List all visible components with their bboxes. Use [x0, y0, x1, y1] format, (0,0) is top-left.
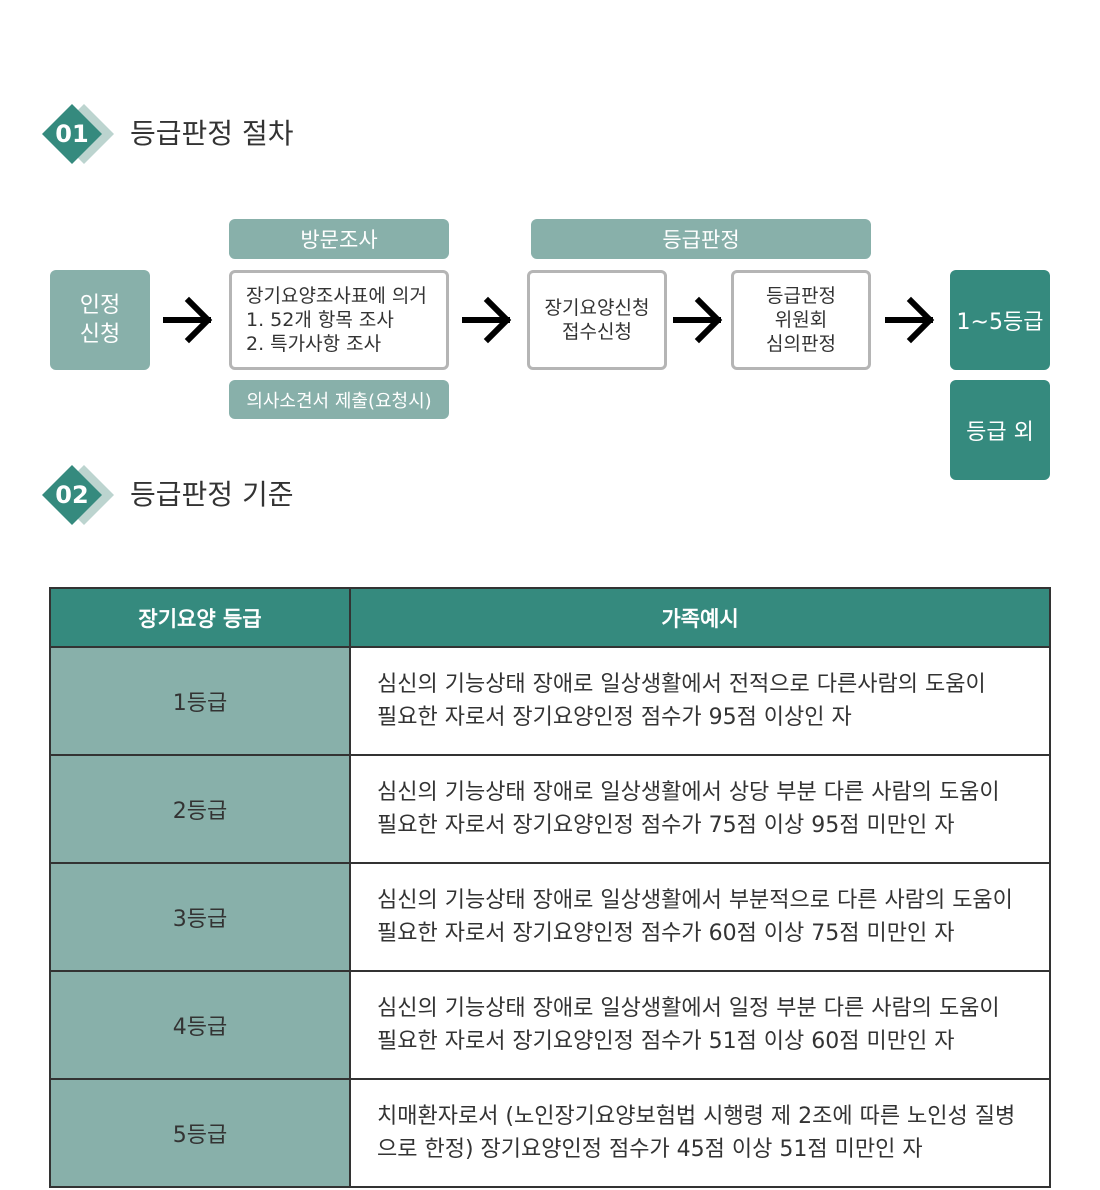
table-row: 2등급 심신의 기능상태 장애로 일상생활에서 상당 부분 다른 사람의 도움이… — [49, 754, 1051, 864]
visit-box-line3: 2. 특가사항 조사 — [246, 333, 382, 355]
visit-box-line1: 장기요양조사표에 의거 — [246, 285, 427, 307]
grading-label: 등급판정 — [531, 219, 871, 259]
table-row: 4등급 심신의 기능상태 장애로 일상생활에서 일정 부분 다른 사람의 도움이… — [49, 970, 1051, 1080]
committee-line1: 등급판정 — [766, 285, 836, 307]
result-other-box: 등급 외 — [950, 380, 1050, 480]
grade-cell: 2등급 — [49, 754, 351, 864]
diamond-badge-icon: 01 — [42, 104, 114, 164]
section-header-criteria: 02 등급판정 기준 — [42, 465, 442, 525]
section-title: 등급판정 기준 — [130, 478, 294, 511]
arrow-right-icon — [462, 296, 512, 344]
application-line2: 신청 — [79, 322, 121, 347]
description-line2: 필요한 자로서 장기요양인정 점수가 95점 이상인 자 — [377, 705, 852, 730]
description-line1: 심신의 기능상태 장애로 일상생활에서 일정 부분 다른 사람의 도움이 — [377, 996, 1000, 1021]
table-row: 1등급 심신의 기능상태 장애로 일상생활에서 전적으로 다른사람의 도움이 필… — [49, 646, 1051, 756]
doctor-note-label: 의사소견서 제출(요청시) — [229, 380, 449, 419]
description-line1: 치매환자로서 (노인장기요양보험법 시행령 제 2조에 따른 노인성 질병 — [377, 1104, 1016, 1129]
description-cell: 심신의 기능상태 장애로 일상생활에서 일정 부분 다른 사람의 도움이 필요한… — [349, 970, 1051, 1080]
application-box: 인정 신청 — [50, 270, 150, 370]
description-line2: 필요한 자로서 장기요양인정 점수가 51점 이상 60점 미만인 자 — [377, 1029, 955, 1054]
grade-cell: 4등급 — [49, 970, 351, 1080]
table-header-row: 장기요양 등급 가족예시 — [49, 587, 1051, 648]
grade-cell: 3등급 — [49, 862, 351, 972]
description-line2: 필요한 자로서 장기요양인정 점수가 75점 이상 95점 미만인 자 — [377, 813, 955, 838]
table-row: 5등급 치매환자로서 (노인장기요양보험법 시행령 제 2조에 따른 노인성 질… — [49, 1078, 1051, 1188]
committee-line2: 위원회 — [774, 309, 828, 331]
visit-survey-box: 장기요양조사표에 의거 1. 52개 항목 조사 2. 특가사항 조사 — [229, 270, 449, 370]
receipt-line1: 장기요양신청 — [544, 297, 650, 319]
description-line2: 으로 한정) 장기요양인정 점수가 45점 이상 51점 미만인 자 — [377, 1137, 923, 1162]
description-cell: 심신의 기능상태 장애로 일상생활에서 전적으로 다른사람의 도움이 필요한 자… — [349, 646, 1051, 756]
application-line1: 인정 — [79, 293, 121, 318]
description-cell: 치매환자로서 (노인장기요양보험법 시행령 제 2조에 따른 노인성 질병 으로… — [349, 1078, 1051, 1188]
description-line1: 심신의 기능상태 장애로 일상생활에서 전적으로 다른사람의 도움이 — [377, 672, 986, 697]
receipt-line2: 접수신청 — [562, 321, 632, 343]
grade-criteria-table: 장기요양 등급 가족예시 1등급 심신의 기능상태 장애로 일상생활에서 전적으… — [49, 587, 1051, 1188]
section-title: 등급판정 절차 — [130, 117, 294, 150]
description-cell: 심신의 기능상태 장애로 일상생활에서 부분적으로 다른 사람의 도움이 필요한… — [349, 862, 1051, 972]
visit-box-line2: 1. 52개 항목 조사 — [246, 309, 394, 331]
description-line1: 심신의 기능상태 장애로 일상생활에서 부분적으로 다른 사람의 도움이 — [377, 888, 1013, 913]
section-number: 02 — [55, 481, 89, 509]
description-line1: 심신의 기능상태 장애로 일상생활에서 상당 부분 다른 사람의 도움이 — [377, 780, 1000, 805]
arrow-right-icon — [885, 296, 935, 344]
visit-survey-label: 방문조사 — [229, 219, 449, 259]
grade-cell: 5등급 — [49, 1078, 351, 1188]
arrow-right-icon — [163, 296, 213, 344]
section-header-procedure: 01 등급판정 절차 — [42, 104, 442, 164]
header-grade: 장기요양 등급 — [49, 587, 351, 648]
header-example: 가족예시 — [349, 587, 1051, 648]
committee-box: 등급판정 위원회 심의판정 — [731, 270, 871, 370]
arrow-right-icon — [673, 296, 723, 344]
diamond-badge-icon: 02 — [42, 465, 114, 525]
receipt-box: 장기요양신청 접수신청 — [527, 270, 667, 370]
grade-cell: 1등급 — [49, 646, 351, 756]
committee-line3: 심의판정 — [766, 333, 836, 355]
description-line2: 필요한 자로서 장기요양인정 점수가 60점 이상 75점 미만인 자 — [377, 921, 955, 946]
section-number: 01 — [55, 120, 89, 148]
result-grade-box: 1~5등급 — [950, 270, 1050, 370]
table-row: 3등급 심신의 기능상태 장애로 일상생활에서 부분적으로 다른 사람의 도움이… — [49, 862, 1051, 972]
description-cell: 심신의 기능상태 장애로 일상생활에서 상당 부분 다른 사람의 도움이 필요한… — [349, 754, 1051, 864]
